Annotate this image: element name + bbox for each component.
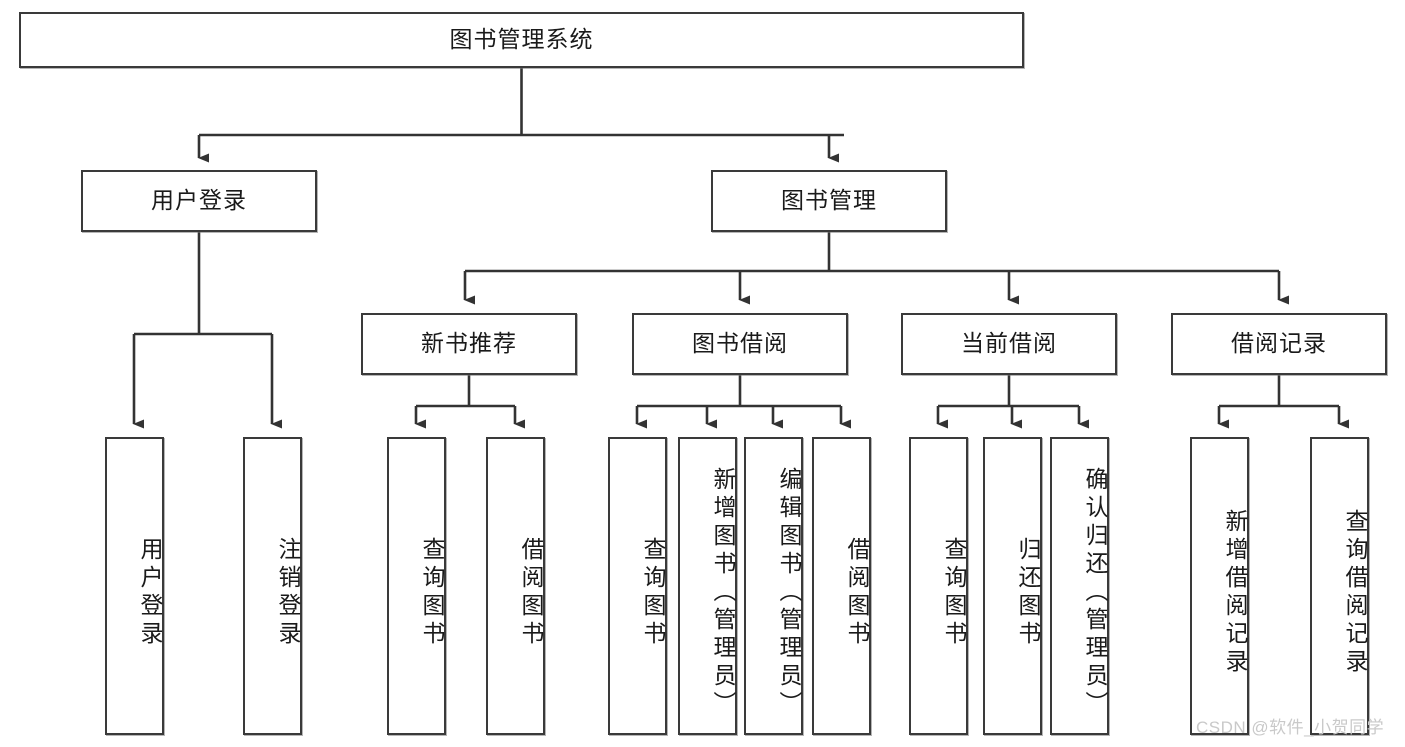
leaf-label: 查询图书 <box>640 537 666 649</box>
node-book-management-label: 图书管理 <box>781 187 877 214</box>
leaf-user-login[interactable]: 用户登录 <box>105 437 164 735</box>
node-current-borrow-label: 当前借阅 <box>961 330 1057 357</box>
node-book-management[interactable]: 图书管理 <box>711 170 947 232</box>
node-root-label: 图书管理系统 <box>449 26 594 53</box>
leaf-label: 查询图书 <box>941 537 967 649</box>
leaf-add-borrow-record[interactable]: 新增借阅记录 <box>1190 437 1249 735</box>
node-borrow-record[interactable]: 借阅记录 <box>1171 313 1387 375</box>
node-user-login-label: 用户登录 <box>151 187 247 214</box>
node-root[interactable]: 图书管理系统 <box>19 12 1024 68</box>
leaf-label: 新增借阅记录 <box>1222 509 1248 677</box>
leaf-query-book-borrow[interactable]: 查询图书 <box>608 437 667 735</box>
node-current-borrow[interactable]: 当前借阅 <box>901 313 1117 375</box>
leaf-edit-book-admin[interactable]: 编辑图书（管理员） <box>744 437 803 735</box>
leaf-label: 确认归还（管理员） <box>1082 467 1108 719</box>
watermark: CSDN @软件_小贺同学 <box>1196 718 1385 737</box>
node-borrow-record-label: 借阅记录 <box>1231 330 1327 357</box>
leaf-borrow-book-recommend[interactable]: 借阅图书 <box>486 437 545 735</box>
leaf-confirm-return-admin[interactable]: 确认归还（管理员） <box>1050 437 1109 735</box>
leaf-label: 查询借阅记录 <box>1342 509 1368 677</box>
leaf-label: 注销登录 <box>275 537 301 649</box>
leaf-logout-login[interactable]: 注销登录 <box>243 437 302 735</box>
node-new-book-recommend-label: 新书推荐 <box>421 330 517 357</box>
leaf-borrow-book[interactable]: 借阅图书 <box>812 437 871 735</box>
leaf-label: 用户登录 <box>137 537 163 649</box>
leaf-label: 查询图书 <box>419 537 445 649</box>
node-new-book-recommend[interactable]: 新书推荐 <box>361 313 577 375</box>
leaf-query-borrow-record[interactable]: 查询借阅记录 <box>1310 437 1369 735</box>
leaf-return-book[interactable]: 归还图书 <box>983 437 1042 735</box>
leaf-label: 新增图书（管理员） <box>710 467 736 719</box>
leaf-label: 借阅图书 <box>844 537 870 649</box>
leaf-query-book-current[interactable]: 查询图书 <box>909 437 968 735</box>
node-book-borrow-label: 图书借阅 <box>692 330 788 357</box>
leaf-label: 借阅图书 <box>518 537 544 649</box>
leaf-label: 编辑图书（管理员） <box>776 467 802 719</box>
leaf-label: 归还图书 <box>1015 537 1041 649</box>
node-book-borrow[interactable]: 图书借阅 <box>632 313 848 375</box>
leaf-add-book-admin[interactable]: 新增图书（管理员） <box>678 437 737 735</box>
node-user-login[interactable]: 用户登录 <box>81 170 317 232</box>
leaf-query-book-recommend[interactable]: 查询图书 <box>387 437 446 735</box>
